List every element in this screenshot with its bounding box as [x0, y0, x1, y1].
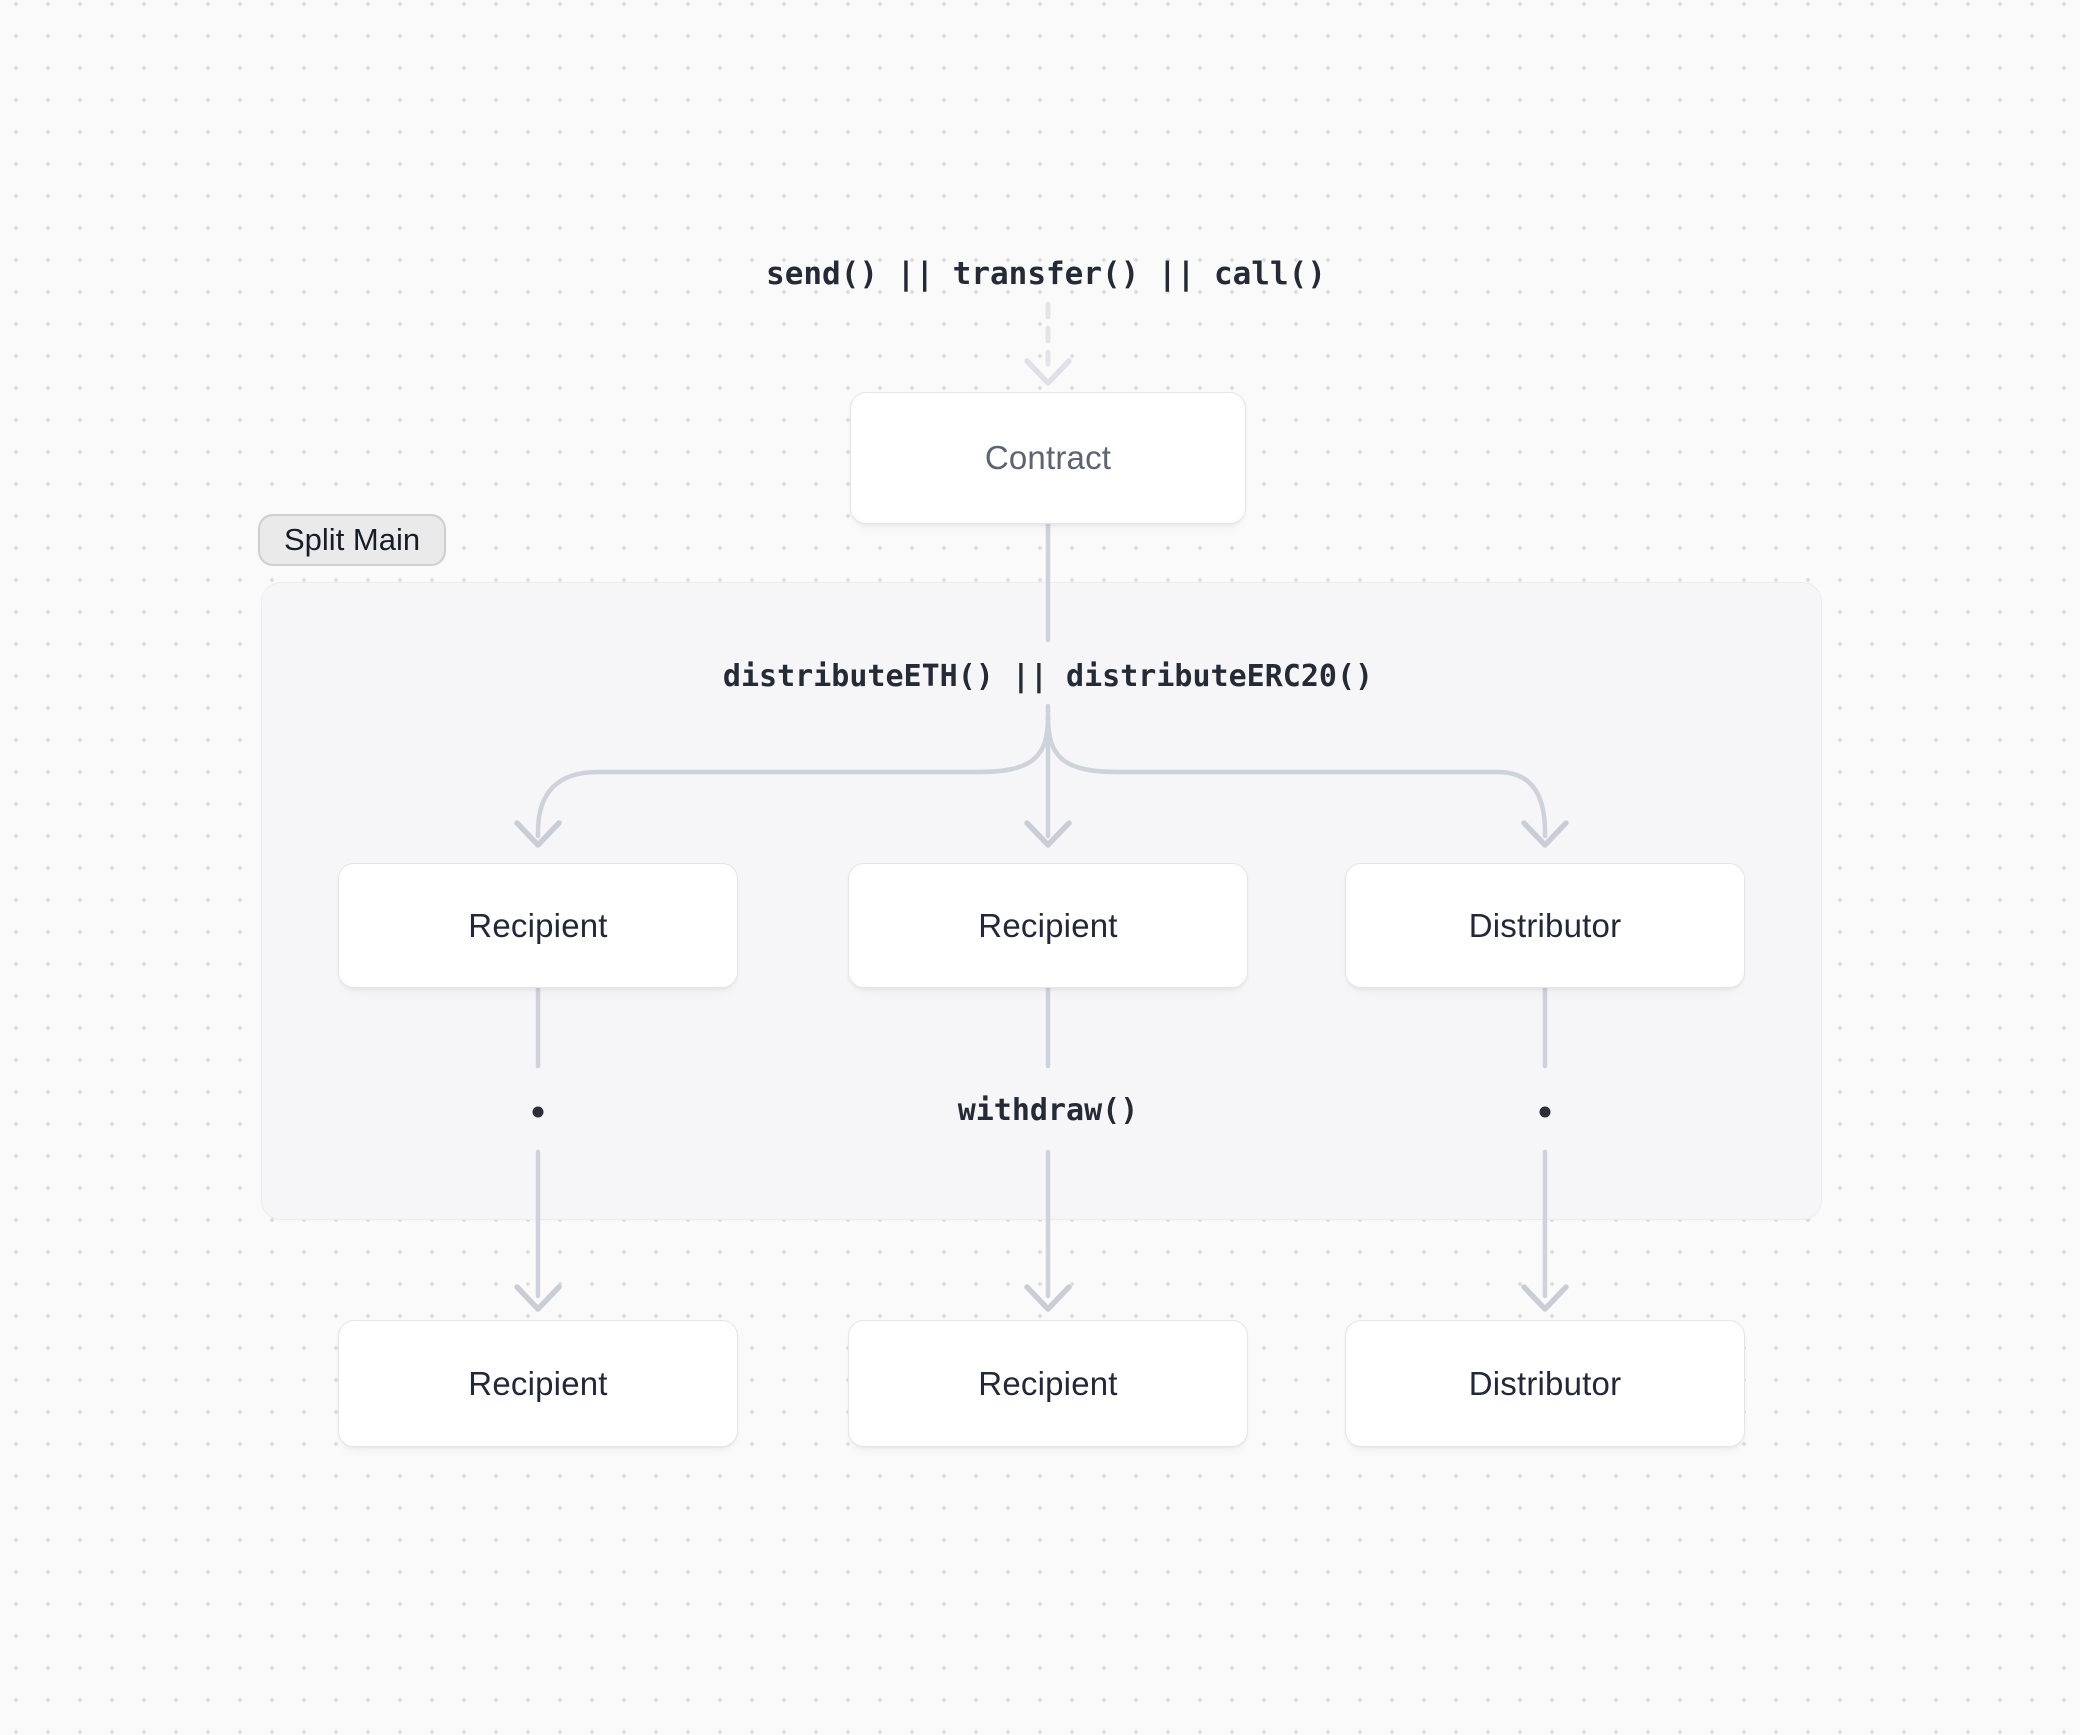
arrow-down-icon: [1521, 1284, 1569, 1312]
node-recipient-3: Recipient: [338, 1320, 738, 1447]
node-recipient-4: Recipient: [848, 1320, 1248, 1447]
node-recipient-1: Recipient: [338, 863, 738, 988]
arrow-down-icon: [1024, 1284, 1072, 1312]
node-distributor-2: Distributor: [1345, 1320, 1745, 1447]
node-distributor-1-label: Distributor: [1468, 906, 1622, 944]
distribute-label: distributeETH() || distributeERC20(): [722, 659, 1374, 694]
node-distributor-2-label: Distributor: [1468, 1364, 1622, 1402]
send-transfer-call-label: send() || transfer() || call(): [766, 256, 1326, 292]
node-distributor-1: Distributor: [1345, 863, 1745, 988]
node-recipient-1-label: Recipient: [468, 906, 608, 944]
split-main-badge-label: Split Main: [284, 522, 421, 557]
node-contract: Contract: [850, 392, 1246, 524]
node-contract-label: Contract: [984, 439, 1112, 476]
node-recipient-2-label: Recipient: [978, 906, 1118, 944]
withdraw-label: withdraw(): [957, 1093, 1139, 1128]
node-recipient-2: Recipient: [848, 863, 1248, 988]
arrow-down-icon: [514, 1284, 562, 1312]
node-recipient-4-label: Recipient: [978, 1364, 1118, 1402]
arrow-down-dashed-icon: [1024, 358, 1072, 386]
split-main-badge: Split Main: [258, 514, 447, 566]
node-recipient-3-label: Recipient: [468, 1364, 608, 1402]
